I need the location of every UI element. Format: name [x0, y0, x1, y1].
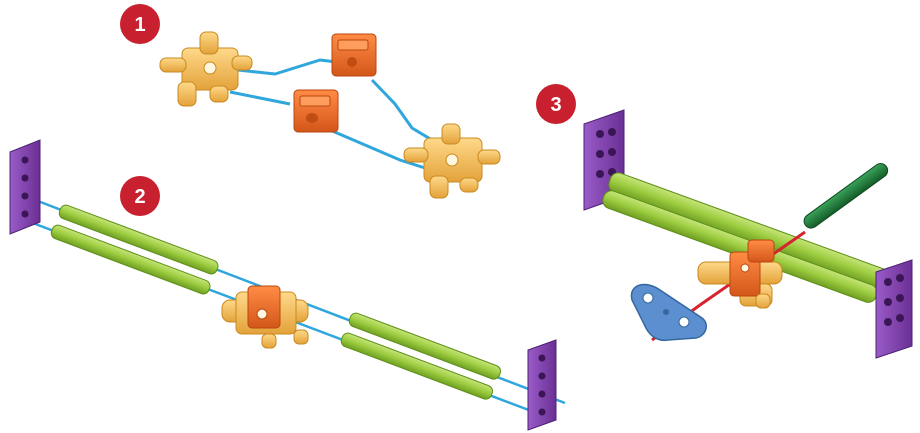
- orange-clip-middle: [293, 89, 339, 133]
- dark-green-rod: [803, 163, 889, 229]
- green-rod-right-lower: [340, 332, 494, 400]
- svg-text:2: 2: [134, 186, 145, 208]
- step-1: 1: [120, 4, 501, 199]
- orange-clip-top: [331, 33, 377, 77]
- green-rod-left-lower: [50, 224, 211, 295]
- yellow-connector-left: [159, 31, 253, 107]
- step-2: 2: [9, 139, 566, 431]
- yellow-connector-right: [403, 123, 501, 199]
- green-rod-left-upper: [58, 204, 219, 275]
- purple-frame-right: [527, 339, 557, 431]
- step-3: 3: [536, 84, 913, 359]
- step-1-badge: 1: [120, 4, 160, 44]
- purple-frame-left: [9, 139, 41, 235]
- green-rod-right-upper: [348, 312, 502, 380]
- step-3-badge: 3: [536, 84, 576, 124]
- step-2-badge: 2: [120, 176, 160, 216]
- center-hub: [221, 285, 309, 349]
- crank-plate: [630, 283, 707, 342]
- svg-text:3: 3: [550, 94, 561, 116]
- purple-frame-right-3: [875, 259, 913, 359]
- svg-text:1: 1: [134, 14, 145, 36]
- center-hub-3: [697, 239, 783, 309]
